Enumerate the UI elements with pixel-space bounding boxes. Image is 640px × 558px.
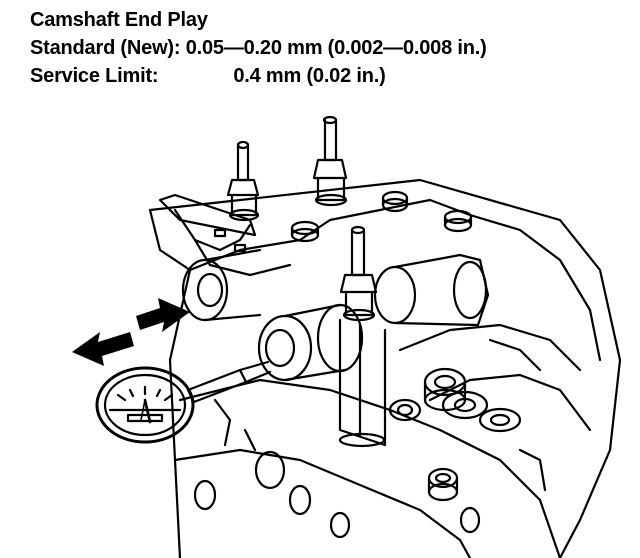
standard-value: 0.05—0.20 mm (0.002—0.008 in.): [185, 37, 487, 59]
service-limit-row: Service Limit: 0.4 mm (0.02 in.): [30, 62, 630, 90]
standard-spec-row: Standard (New): 0.05—0.20 mm (0.002—0.00…: [30, 34, 630, 62]
lower-head-bolt: [427, 467, 459, 502]
camshaft-bolt-center: [312, 115, 348, 207]
camshaft-journal-right: [373, 253, 490, 327]
hex-bolt-3: [443, 209, 473, 233]
valve-spring-2: [423, 367, 467, 412]
camshaft-bolt-left: [226, 140, 260, 222]
service-limit-value: 0.4 mm (0.02 in.): [233, 65, 386, 87]
valve-spring-4: [478, 407, 522, 433]
valve-spring-3: [441, 390, 489, 420]
double-arrow-icon: [72, 298, 190, 366]
camshaft-holder: [338, 318, 387, 448]
standard-label: Standard (New):: [30, 37, 181, 59]
dial-indicator-icon: [95, 360, 272, 444]
cylinder-head: [148, 178, 622, 558]
spec-block: Camshaft End Play Standard (New): 0.05—0…: [30, 6, 630, 90]
rocker-bracket: [158, 193, 292, 277]
camshaft-journal-front: [181, 248, 262, 322]
camshaft-end-play-illustration: [72, 115, 622, 558]
hex-bolt-2: [381, 190, 409, 213]
camshaft-journal-middle: [257, 303, 364, 382]
service-limit-label: Service Limit:: [30, 65, 159, 87]
page-title: Camshaft End Play: [30, 9, 208, 31]
head-ports: [193, 338, 547, 539]
hex-bolt-1: [290, 220, 320, 243]
valve-spring-1: [388, 398, 422, 422]
